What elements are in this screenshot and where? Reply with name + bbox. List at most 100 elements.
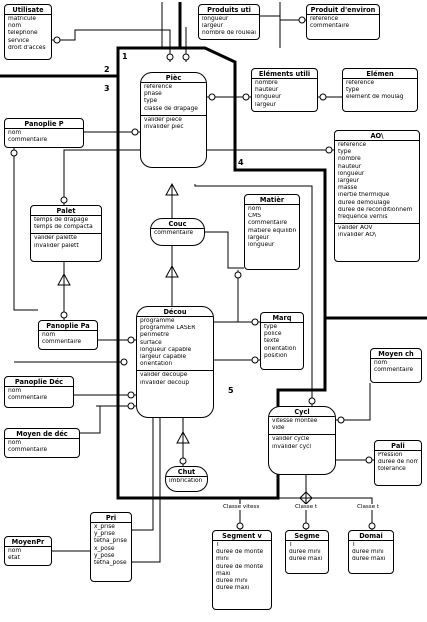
attribute: commentaire	[310, 23, 350, 30]
zone-label-2: 2	[104, 65, 110, 74]
entity-title: Eléments utili	[258, 70, 311, 78]
attribute: position	[264, 352, 288, 359]
attribute: matière équilibre	[248, 227, 296, 234]
attribute: matricule	[8, 16, 36, 22]
attribute: commentaire	[248, 220, 288, 227]
attribute: durée de monté	[216, 563, 264, 570]
attribute: imbrication	[169, 478, 203, 484]
attribute: vide	[272, 425, 285, 432]
attribute: largeur capable	[140, 354, 187, 361]
attribute: tetha_pose	[94, 560, 127, 567]
operation: invalider pièc	[144, 124, 184, 131]
attribute: nom	[8, 548, 22, 554]
attribute: durée mini	[352, 549, 384, 556]
attribute: fréquence vernis	[338, 214, 388, 221]
attribute: longueur	[338, 170, 365, 177]
zone-label-3: 3	[104, 84, 110, 93]
attribute: mini	[216, 556, 229, 563]
attribute: vitesse montée	[272, 418, 318, 424]
operation: valider découpe	[140, 372, 188, 379]
relation-label-classe-t-2: Classe t	[356, 504, 381, 510]
attribute: phase	[144, 91, 162, 98]
attribute: tetha_prise	[94, 538, 128, 545]
attribute: T	[216, 542, 220, 548]
attribute: état	[8, 555, 20, 562]
entity-title: Produits uti	[207, 6, 251, 14]
entity-title: MoyenPr	[11, 538, 45, 546]
entity-title: Elémen	[366, 70, 394, 78]
attribute: T	[352, 542, 356, 548]
entity-title: Domai	[359, 532, 383, 540]
attribute: CMS	[248, 213, 261, 220]
attribute: commentaire	[154, 230, 194, 236]
entity-title: Moyen ch	[378, 350, 414, 358]
attribute: largeur	[338, 178, 360, 185]
attribute: commentaire	[8, 137, 48, 144]
entity-title: Pièc	[165, 74, 182, 82]
attribute: référence	[310, 16, 339, 22]
operation: invalider cycl	[272, 443, 311, 450]
entity-title: Utilisate	[12, 6, 44, 14]
attribute: maxi	[216, 570, 231, 577]
attribute: hauteur	[255, 87, 279, 94]
attribute: longueur	[202, 16, 229, 22]
attributes-section: commentaire	[151, 228, 204, 239]
attribute: nom	[8, 440, 22, 446]
entity-title: Décou	[163, 308, 187, 316]
attribute: masse	[338, 185, 358, 192]
attributes-section: imbrication	[166, 476, 207, 487]
attribute: longueur	[255, 94, 282, 101]
attribute: type	[144, 98, 158, 105]
attribute: commentaire	[8, 395, 48, 402]
attribute: texte	[264, 338, 280, 345]
attribute: élément de moulag	[346, 94, 404, 101]
attribute: Pression	[378, 452, 403, 458]
attribute: durée mini	[216, 578, 248, 585]
operation: valider palette	[34, 235, 77, 242]
entity-title: Panoplie Pa	[46, 322, 90, 330]
attribute: commentaire	[8, 447, 48, 454]
attribute: durée démoulage	[338, 199, 390, 206]
operation: valider cycle	[272, 436, 310, 443]
attribute: y_pose	[94, 552, 115, 559]
attribute: nom	[42, 332, 56, 338]
